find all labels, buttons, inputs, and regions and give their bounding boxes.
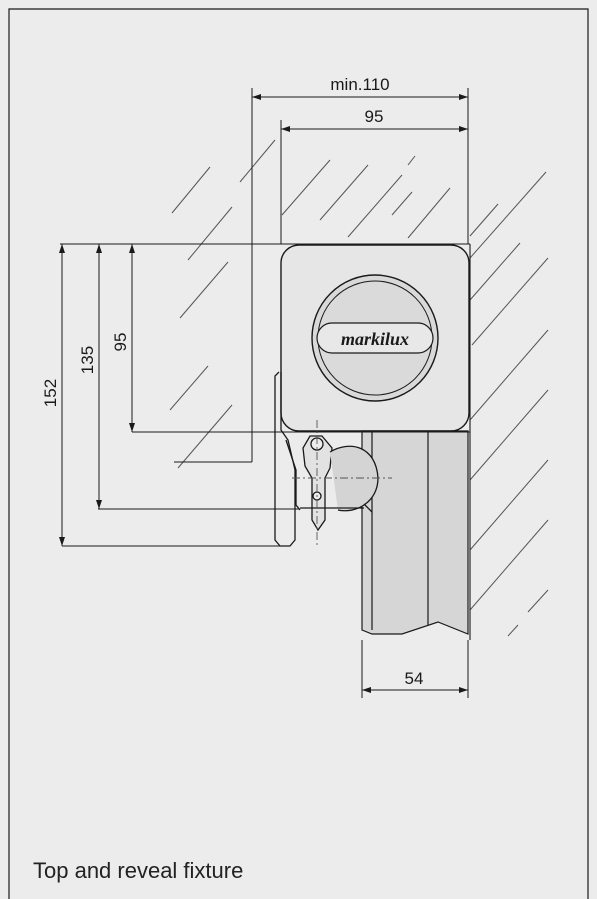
center-lines <box>292 420 392 548</box>
dim-label-height-95: 95 <box>111 333 130 352</box>
dim-label-height-152: 152 <box>41 379 60 407</box>
dim-label-depth-54: 54 <box>405 669 424 688</box>
wall-outline <box>60 243 471 640</box>
dimension-lines <box>59 94 468 693</box>
brand-logo-text: markilux <box>341 329 409 349</box>
front-profile <box>361 430 469 635</box>
dim-label-width-95: 95 <box>365 107 384 126</box>
brand-emblem: markilux <box>311 274 439 402</box>
dim-label-min-110: min.110 <box>330 75 389 94</box>
figure-caption: Top and reveal fixture <box>33 858 244 883</box>
mounting-bracket <box>274 371 379 547</box>
dim-label-height-135: 135 <box>78 346 97 374</box>
sheet-frame <box>8 8 589 899</box>
extension-lines <box>62 88 470 698</box>
